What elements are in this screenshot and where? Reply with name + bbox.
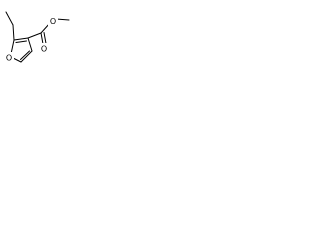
ring-double-bond-c2-c3 bbox=[15, 40, 27, 43]
ring-bond-o-c2 bbox=[10, 39, 15, 55]
ester-oxygen-label: O bbox=[50, 17, 56, 26]
ring-bond-c5-o bbox=[12, 57, 22, 63]
ring-bond-c3-c4 bbox=[27, 37, 33, 52]
carbonyl-oxygen-mask bbox=[39, 43, 49, 53]
ring-oxygen-label: O bbox=[6, 54, 12, 63]
methyl-bond bbox=[55, 18, 70, 21]
ring-double-bond-c4-c5 bbox=[20, 50, 30, 60]
molecule-diagram: O O O bbox=[4, 11, 70, 63]
carbonyl-bond-1 bbox=[40, 32, 44, 45]
ester-bond-ring-carbon bbox=[27, 32, 42, 39]
ethyl-bond-2 bbox=[5, 11, 14, 26]
carbonyl-oxygen-label: O bbox=[41, 45, 47, 54]
ring-oxygen-mask bbox=[4, 52, 14, 62]
ring-bond-c2-c3 bbox=[13, 37, 29, 41]
carbonyl-bond-2 bbox=[43, 32, 47, 44]
ester-oxygen-mask bbox=[48, 16, 58, 26]
structure-canvas: O O O bbox=[0, 0, 74, 75]
ring-bond-c4-c5 bbox=[20, 50, 33, 63]
ethyl-bond-1 bbox=[12, 24, 15, 41]
